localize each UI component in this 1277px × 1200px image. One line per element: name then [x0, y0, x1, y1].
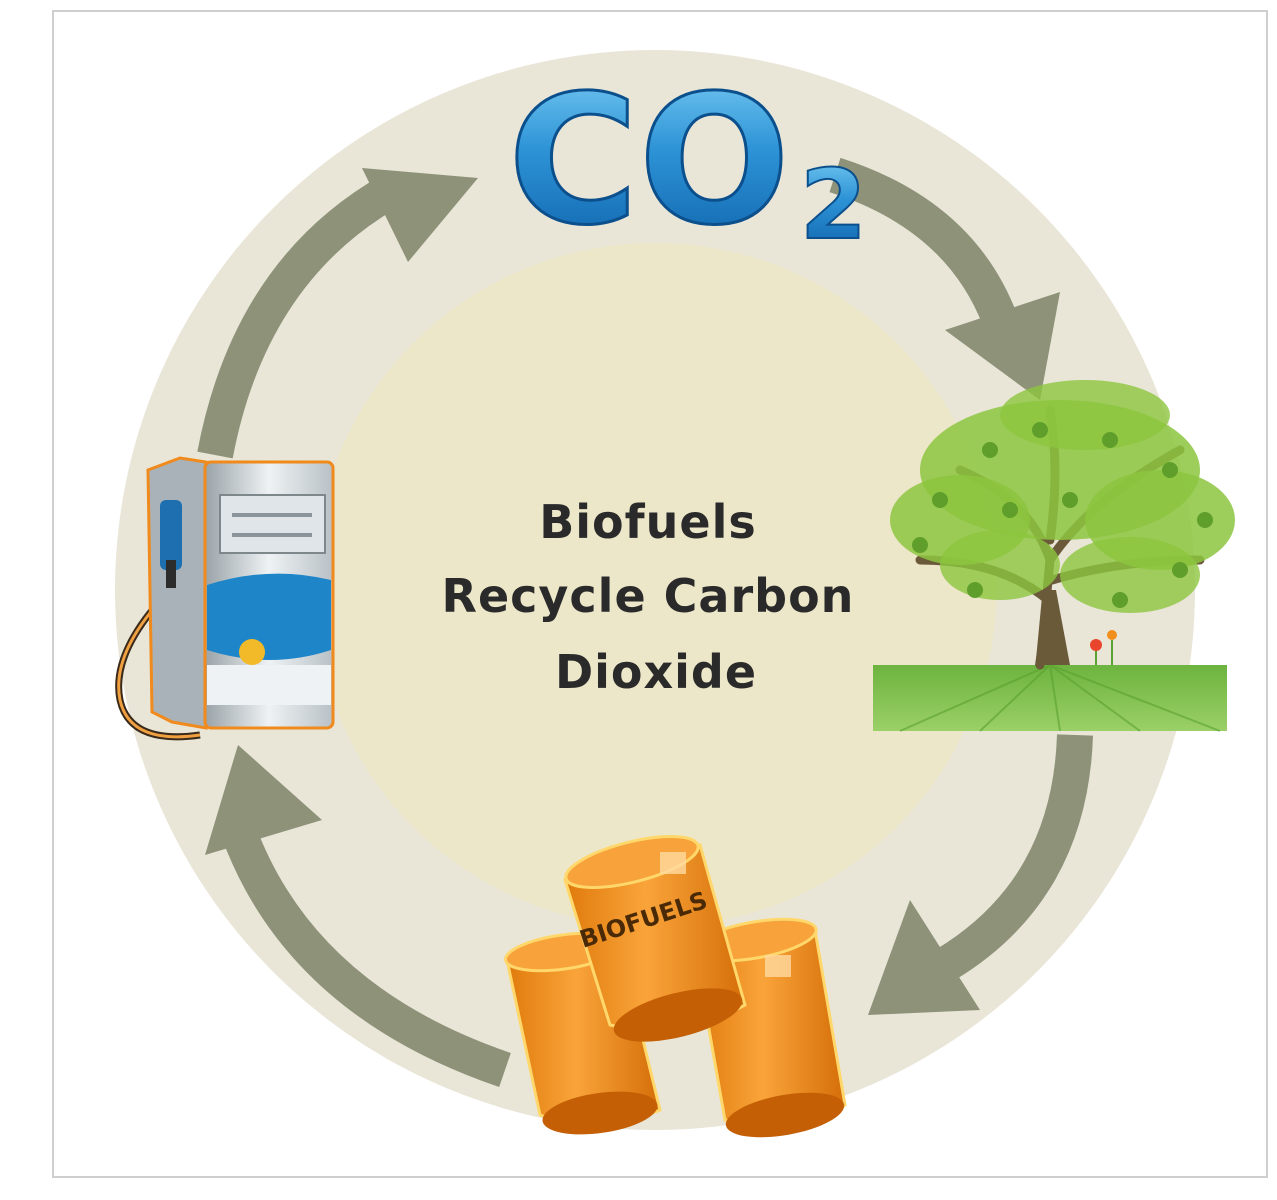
co2-main-text: CO — [508, 57, 790, 264]
caption-line-3: Dioxide — [555, 645, 757, 699]
cycle-arrow-icon — [205, 745, 511, 1088]
inner-disc — [313, 243, 997, 927]
caption-line-1: Biofuels — [539, 495, 757, 549]
tree-icon — [873, 380, 1235, 732]
barrels-icon: BIOFUELS — [504, 835, 847, 1138]
center-caption: Biofuels Recycle Carbon Dioxide — [442, 495, 855, 699]
cycle-arrow-icon — [868, 734, 1093, 1015]
cycle-arrow-icon — [829, 157, 1060, 400]
caption-line-2: Recycle Carbon — [442, 569, 855, 623]
co2-label: CO 2 — [507, 56, 868, 266]
barrel-top: BIOFUELS — [563, 835, 747, 1042]
grass-strip — [873, 665, 1227, 731]
fuel-pump-icon — [115, 456, 335, 741]
co2-subscript-text: 2 — [800, 149, 867, 261]
cycle-arrow-icon — [197, 168, 478, 459]
cycle-arrows — [197, 157, 1093, 1088]
